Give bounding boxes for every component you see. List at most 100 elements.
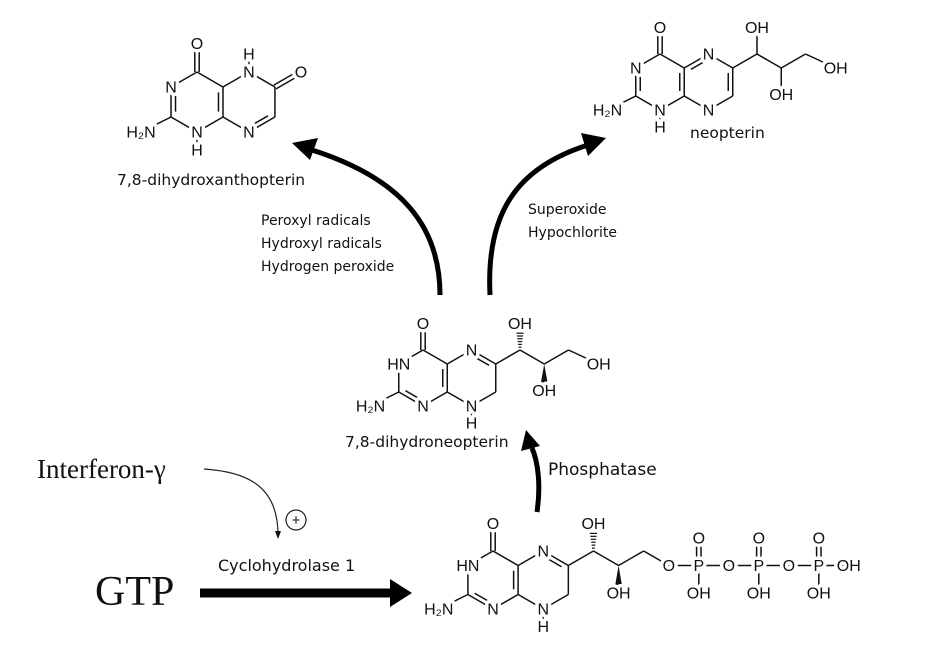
bond [422,391,448,407]
double-bond-line [404,389,422,401]
atom-label: N [191,125,203,142]
double-bond-line [545,556,562,568]
atom-label: N [654,103,666,120]
atom-label: P [753,558,764,575]
bond [635,53,661,69]
atom-label: OH [587,357,611,374]
oxidant-superoxide: Superoxide [528,202,607,218]
cyclohydrolase-label: Cyclohydrolase 1 [218,556,356,575]
atom-label: N [537,602,549,619]
atom-label: O [693,530,705,547]
atom-label: N [537,544,549,561]
atom-label: OH [824,61,848,78]
double-bond-line [273,69,301,86]
bond [222,116,250,133]
atom-label: H [654,119,666,136]
bond [780,53,806,69]
atom-label: H [537,619,549,636]
atom-label: H₂N [356,399,385,416]
oxidant-hypochlorite: Hypochlorite [528,225,618,241]
bond [170,116,198,133]
bond [398,349,424,365]
atom-label: OH [508,316,532,333]
plus-circle-icon [285,509,307,531]
dihydroneopterin-label: 7,8-dihydroneopterin [345,433,509,451]
bond [659,53,685,69]
arrowhead-neopterin [581,133,606,156]
atom-label: N [165,80,177,97]
bond [543,349,569,365]
atom-label: N [703,103,715,120]
atom-label: O [723,558,735,575]
double-bond-line [251,115,269,127]
bond [492,550,519,567]
bond [732,53,758,69]
atom-label: N [487,602,499,619]
phosphatase-label: Phosphatase [548,460,657,480]
bond [805,53,837,69]
atom-label: H₂N [593,103,622,120]
interferon-gamma-label: Interferon-γ [37,454,166,484]
double-bond-line [275,73,303,90]
atom-label: OH [807,586,831,603]
bond [495,349,521,365]
bond [683,53,709,69]
bond [635,95,661,111]
bond [567,550,594,567]
atom-label: OH [747,586,771,603]
bond [196,71,224,88]
bond [471,391,497,407]
bond [398,391,424,407]
bond [467,550,494,567]
atom-label: H [191,143,203,160]
atom-label: O [813,530,825,547]
atom-label: O [191,36,203,53]
atom-label: HN [387,357,410,374]
atom-label: H [466,415,478,432]
atom-label: O [654,20,666,37]
bond [593,550,619,567]
bond [568,349,600,365]
arrowhead-phosphatase [521,430,540,451]
double-bond-line [690,59,707,71]
atom-label: HN [456,558,479,575]
oxidants-left: Peroxyl radicals Hydroxyl radicals Hydro… [261,210,394,279]
bond [542,550,569,567]
bond [438,593,469,610]
bond [222,71,250,88]
atom-label: OH [769,87,793,104]
atom-label: OH [687,586,711,603]
bond [492,593,519,610]
interferon-activation-arrow [203,468,281,539]
atom-label: H₂N [126,125,155,142]
oxidant-hydrogen-peroxide: Hydrogen peroxide [261,259,395,275]
bond [519,349,545,365]
atom-label: O [417,316,429,333]
atom-label: O [663,558,675,575]
plus-sign: + [292,512,301,529]
bond [140,116,172,133]
double-bond-line [473,355,490,367]
bond [517,550,544,567]
arrowhead-gtp [390,579,412,607]
bond [471,349,497,365]
bond [542,593,569,610]
atom-label: OH [837,558,861,575]
atom-label: OH [532,383,556,400]
atom-label: P [693,558,704,575]
xanthopterin-label: 7,8-dihydroxanthopterin [117,171,306,189]
oxidants-right: Superoxide Hypochlorite [528,199,617,245]
atom-label: OH [745,20,769,37]
atom-label: O [295,65,307,82]
arrow-to-neopterin [487,142,589,296]
bond [517,593,544,610]
bond [446,391,472,407]
atom-label: H [243,47,255,64]
bond [708,95,734,111]
